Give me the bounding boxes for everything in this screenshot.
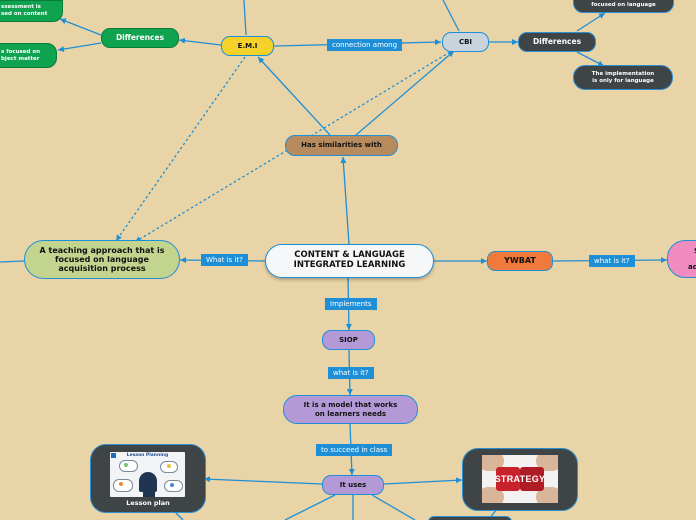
thought-cloud-icon-3 <box>113 479 133 492</box>
icon-dot-orange <box>119 482 123 486</box>
differences-left-node[interactable]: Differences <box>101 28 179 48</box>
strategy-text: STRATEGY <box>494 474 546 484</box>
ywbat-definition-node[interactable]: S d ad <box>667 240 696 278</box>
implementation-line2: is only for language <box>592 77 654 84</box>
thought-cloud-icon-1 <box>119 460 138 472</box>
label-implements[interactable]: Implements <box>325 298 377 310</box>
icon-dot-yellow <box>167 464 171 468</box>
label-what-is-it-ywbat[interactable]: what is it? <box>589 255 635 267</box>
icon-dot-blue <box>170 483 174 487</box>
ywbat-node[interactable]: YWBAT <box>487 251 553 271</box>
model-line1: It is a model that works <box>303 401 398 410</box>
hand-bottom-right-icon <box>536 487 558 503</box>
pink-line3: ad <box>688 263 696 272</box>
central-topic-clil[interactable]: CONTENT & LANGUAGE INTEGRATED LEARNING <box>265 244 434 278</box>
emi-node[interactable]: E.M.I <box>221 36 274 56</box>
assessment-line1: ssessment is <box>1 4 41 11</box>
cbi-node[interactable]: CBI <box>442 32 489 52</box>
differences-right-node[interactable]: Differences <box>518 32 596 52</box>
subject-matter-node[interactable]: s focused on bject matter <box>0 43 57 68</box>
subject-line2: bject matter <box>1 55 40 62</box>
head-neck-icon <box>143 489 155 497</box>
puzzle-piece-icon-1 <box>496 467 520 491</box>
focused-language-node[interactable]: focused on language <box>573 0 674 13</box>
icon-dot-green <box>124 463 128 467</box>
model-node[interactable]: It is a model that works on learners nee… <box>283 395 418 424</box>
it-uses-node[interactable]: It uses <box>322 475 384 495</box>
label-what-is-it-teaching[interactable]: What is it? <box>201 254 248 266</box>
lesson-planning-tag-icon <box>111 453 116 458</box>
central-topic-line1: CONTENT & LANGUAGE <box>294 250 405 261</box>
siop-node[interactable]: SIOP <box>322 330 375 350</box>
assessment-line2: sed on content <box>1 10 48 17</box>
lesson-plan-image: Lesson Planning <box>110 452 185 497</box>
head-silhouette-icon <box>139 472 157 492</box>
hand-bottom-left-icon <box>482 487 504 503</box>
assessment-content-node[interactable]: ssessment is sed on content <box>0 0 63 22</box>
similarities-node[interactable]: Has similarities with <box>285 135 398 156</box>
model-line2: on learners needs <box>315 409 386 418</box>
lesson-plan-caption: Lesson plan <box>126 499 170 507</box>
label-connection-among[interactable]: connection among <box>327 39 403 51</box>
strategy-card[interactable]: STRATEGY <box>462 448 578 511</box>
central-topic-line2: INTEGRATED LEARNING <box>293 260 406 270</box>
implementation-line1: The implementation <box>591 71 655 78</box>
lesson-planning-title: Lesson Planning <box>126 453 169 458</box>
pink-line1: S <box>694 247 696 255</box>
label-what-is-it-siop[interactable]: what is it? <box>328 367 374 379</box>
strategy-image: STRATEGY <box>482 455 558 503</box>
lesson-plan-card[interactable]: Lesson Planning Lesson plan <box>90 444 206 513</box>
implementation-language-node[interactable]: The implementation is only for language <box>573 65 673 90</box>
subject-line1: s focused on <box>1 49 41 56</box>
teaching-approach-node[interactable]: A teaching approach that is focused on l… <box>24 240 180 279</box>
bottom-partial-node[interactable] <box>428 516 512 520</box>
label-succeed-in-class[interactable]: to succeed in class <box>316 444 393 456</box>
puzzle-piece-icon-2 <box>520 467 544 491</box>
